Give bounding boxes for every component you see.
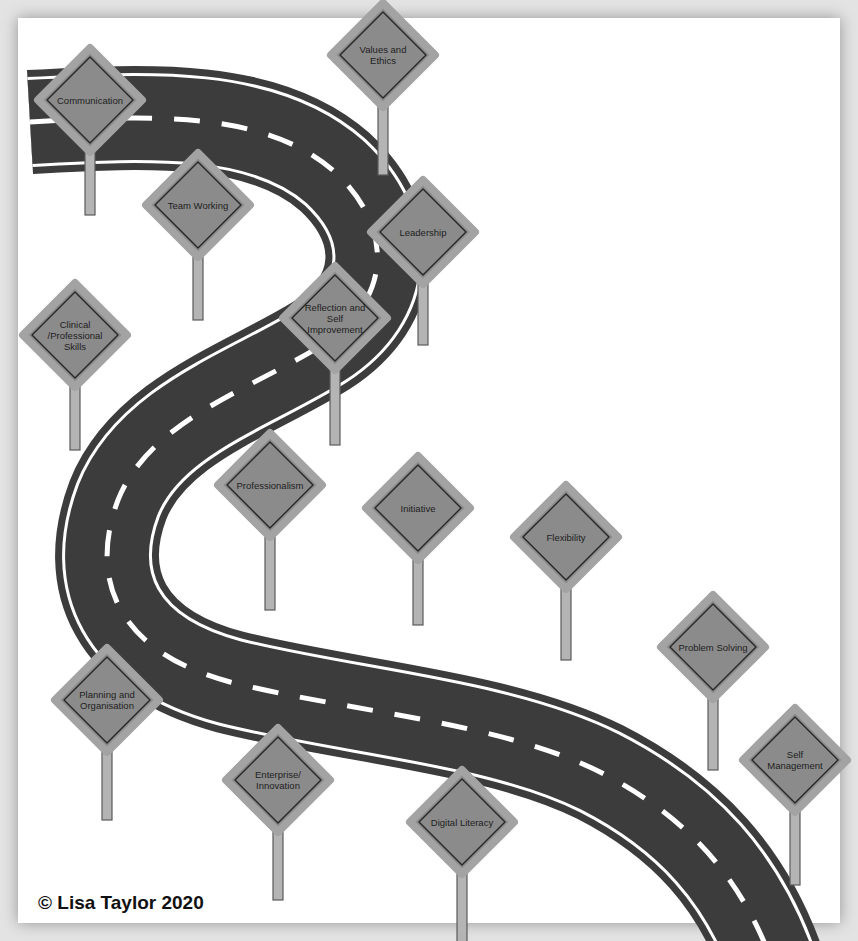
sign-text-area: Flexibility <box>529 500 603 574</box>
sign-pole <box>790 810 800 885</box>
diamond-face <box>23 283 127 387</box>
sign-pole <box>418 282 428 345</box>
diamond-inner-border <box>340 12 426 98</box>
sign-label: Self Management <box>758 749 832 771</box>
sign-pole <box>330 368 340 445</box>
diamond-inner-border <box>752 717 838 803</box>
road-surface <box>30 118 772 941</box>
road-sign: Initiative <box>361 451 475 565</box>
sign-text-area: Enterprise/ Innovation <box>241 743 315 817</box>
road-sign: Team Working <box>141 148 255 262</box>
sign-pole <box>85 150 95 215</box>
diamond-inner-border <box>380 189 466 275</box>
diamond-face <box>55 648 159 752</box>
diamond-face <box>38 48 142 152</box>
road-sign: Problem Solving <box>656 590 770 704</box>
sign-text-area: Reflection and Self Improvement <box>298 281 372 355</box>
diamond-inner-border <box>670 604 756 690</box>
sign-pole <box>265 535 275 610</box>
sign-pole <box>457 872 467 941</box>
diamond-inner-border <box>292 275 378 361</box>
road-sign: Planning and Organisation <box>50 643 164 757</box>
diamond-face <box>661 595 765 699</box>
diamond-face <box>218 433 322 537</box>
sign-text-area: Leadership <box>386 195 460 269</box>
sign-label: Values and Ethics <box>346 44 420 66</box>
diamond-face <box>366 456 470 560</box>
sign-label: Initiative <box>401 503 436 514</box>
diamond-face <box>514 485 618 589</box>
road-sign: Self Management <box>738 703 852 817</box>
road-centre-dashes <box>30 118 772 941</box>
sign-label: Planning and Organisation <box>70 689 144 711</box>
sign-poles <box>70 105 800 941</box>
sign-label: Digital Literacy <box>431 817 493 828</box>
sign-pole <box>708 697 718 770</box>
diamond-inner-border <box>155 162 241 248</box>
sign-label: Flexibility <box>546 532 585 543</box>
diamond-face <box>283 266 387 370</box>
diamond-inner-border <box>419 779 505 865</box>
sign-text-area: Clinical /Professional Skills <box>38 298 112 372</box>
sign-label: Team Working <box>168 200 229 211</box>
sign-pole <box>70 385 80 450</box>
diamond-inner-border <box>375 465 461 551</box>
diamond-face <box>410 770 514 874</box>
sign-label: Leadership <box>399 227 446 238</box>
road-lane <box>30 118 772 941</box>
road-sign: Enterprise/ Innovation <box>221 723 335 837</box>
road-sign: Professionalism <box>213 428 327 542</box>
sign-text-area: Planning and Organisation <box>70 663 144 737</box>
road-sign: Clinical /Professional Skills <box>18 278 132 392</box>
sign-label: Reflection and Self Improvement <box>298 302 372 335</box>
diamond-inner-border <box>64 657 150 743</box>
sign-text-area: Digital Literacy <box>425 785 499 859</box>
road-sign: Reflection and Self Improvement <box>278 261 392 375</box>
diamond-inner-border <box>47 57 133 143</box>
sign-label: Communication <box>57 95 123 106</box>
sign-pole <box>561 587 571 660</box>
road-sign: Leadership <box>366 175 480 289</box>
diamond-inner-border <box>227 442 313 528</box>
diamond-face <box>146 153 250 257</box>
diamond-inner-border <box>32 292 118 378</box>
sign-pole <box>193 255 203 320</box>
sign-text-area: Professionalism <box>233 448 307 522</box>
sign-pole <box>102 750 112 820</box>
road-sign: Digital Literacy <box>405 765 519 879</box>
sign-label: Enterprise/ Innovation <box>241 769 315 791</box>
sign-text-area: Problem Solving <box>676 610 750 684</box>
road-sign: Values and Ethics <box>326 0 440 112</box>
diamond-face <box>331 3 435 107</box>
diamond-face <box>371 180 475 284</box>
sign-pole <box>273 830 283 900</box>
road-edge-line <box>30 118 772 941</box>
sign-text-area: Team Working <box>161 168 235 242</box>
sign-label: Problem Solving <box>678 642 747 653</box>
sign-text-area: Self Management <box>758 723 832 797</box>
sign-text-area: Values and Ethics <box>346 18 420 92</box>
road-sign: Flexibility <box>509 480 623 594</box>
sign-pole <box>413 558 423 625</box>
diamond-inner-border <box>523 494 609 580</box>
sign-pole <box>378 105 388 175</box>
sign-text-area: Initiative <box>381 471 455 545</box>
copyright-note: © Lisa Taylor 2020 <box>38 892 204 914</box>
sign-label: Professionalism <box>236 480 303 491</box>
sign-label: Clinical /Professional Skills <box>38 319 112 352</box>
road-sign: Communication <box>33 43 147 157</box>
sign-text-area: Communication <box>53 63 127 137</box>
diamond-face <box>226 728 330 832</box>
diamond-face <box>743 708 847 812</box>
diamond-inner-border <box>235 737 321 823</box>
